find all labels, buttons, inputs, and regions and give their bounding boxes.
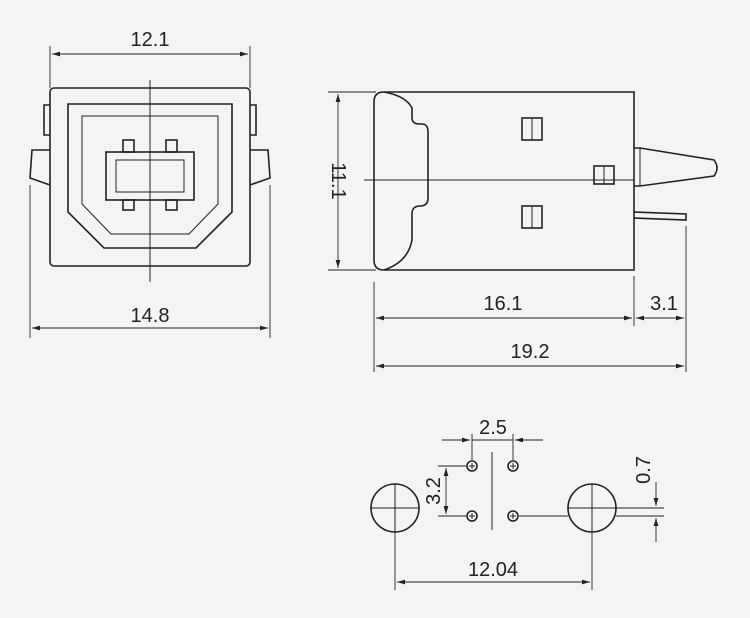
front-right-upper-tab — [250, 104, 257, 136]
dimension-label-side-body: 16.1 — [484, 293, 523, 315]
side-rear-pin — [634, 147, 718, 187]
front-outer-cavity — [67, 103, 233, 249]
dimension-label-side-height: 11.1 — [327, 162, 349, 199]
front-contact — [165, 199, 178, 211]
side-view: 11.1 16.1 3.1 19.2 — [327, 91, 718, 372]
pin-hole — [466, 510, 478, 522]
front-left-upper-tab — [43, 104, 50, 136]
front-contact — [122, 139, 135, 153]
dimension-label-side-tail: 3.1 — [650, 293, 678, 315]
pin-hole — [507, 510, 519, 522]
dimension-label-pin-pitch-x: 2.5 — [479, 417, 507, 439]
dimension-label-front-bottom: 14.8 — [131, 305, 170, 327]
dimension-label-side-total: 19.2 — [511, 341, 550, 363]
front-left-side-latch — [29, 149, 51, 186]
side-body-outline — [373, 91, 635, 271]
front-view: 12.1 14.8 — [29, 29, 271, 338]
dimension-label-front-top: 12.1 — [131, 29, 170, 51]
front-contact — [165, 139, 178, 153]
pin-hole — [507, 460, 519, 472]
front-contact — [122, 199, 135, 211]
dimension-label-hole-spacing: 12.04 — [468, 559, 518, 581]
side-notch-profile — [383, 91, 429, 271]
pin-hole — [466, 460, 478, 472]
dimension-label-pin-pitch-y: 3.2 — [423, 477, 445, 505]
dimension-label-pin-offset: 0.7 — [633, 456, 655, 484]
front-inner-cavity — [81, 115, 219, 235]
pcb-footprint-view: 2.5 3.2 0.7 12.04 — [370, 417, 664, 590]
front-right-side-latch — [249, 149, 271, 186]
side-lead — [633, 211, 687, 221]
